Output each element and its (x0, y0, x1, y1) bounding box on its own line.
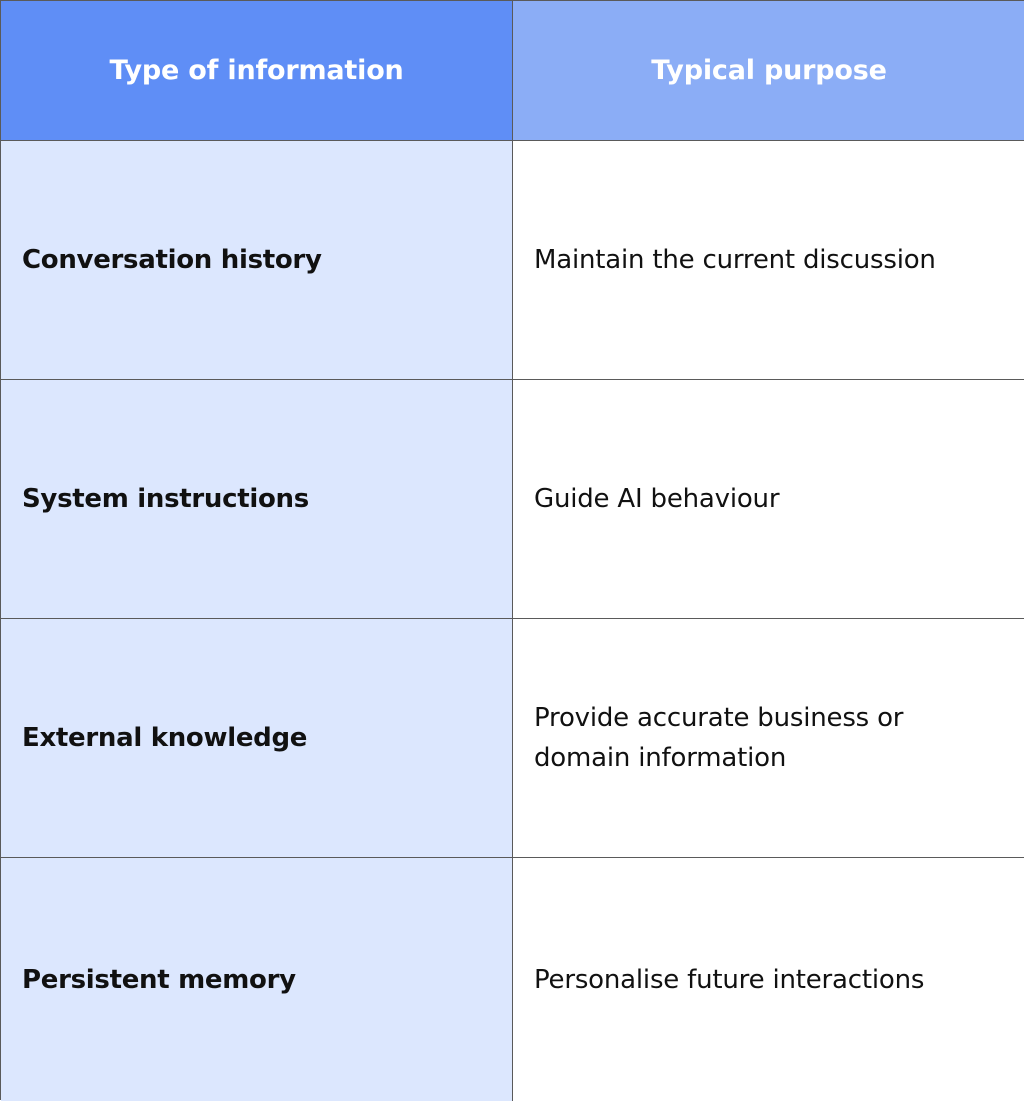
row-purpose-conversation-history: Maintain the current discussion (513, 141, 1024, 380)
row-purpose-persistent-memory: Personalise future interactions (513, 858, 1024, 1101)
header-typical-purpose: Typical purpose (513, 1, 1024, 141)
row-type-conversation-history: Conversation history (1, 141, 513, 380)
row-type-persistent-memory: Persistent memory (1, 858, 513, 1101)
row-type-system-instructions: System instructions (1, 380, 513, 619)
row-purpose-external-knowledge: Provide accurate business or domain info… (513, 619, 1024, 858)
header-type-of-information: Type of information (1, 1, 513, 141)
row-type-external-knowledge: External knowledge (1, 619, 513, 858)
row-purpose-system-instructions: Guide AI behaviour (513, 380, 1024, 619)
